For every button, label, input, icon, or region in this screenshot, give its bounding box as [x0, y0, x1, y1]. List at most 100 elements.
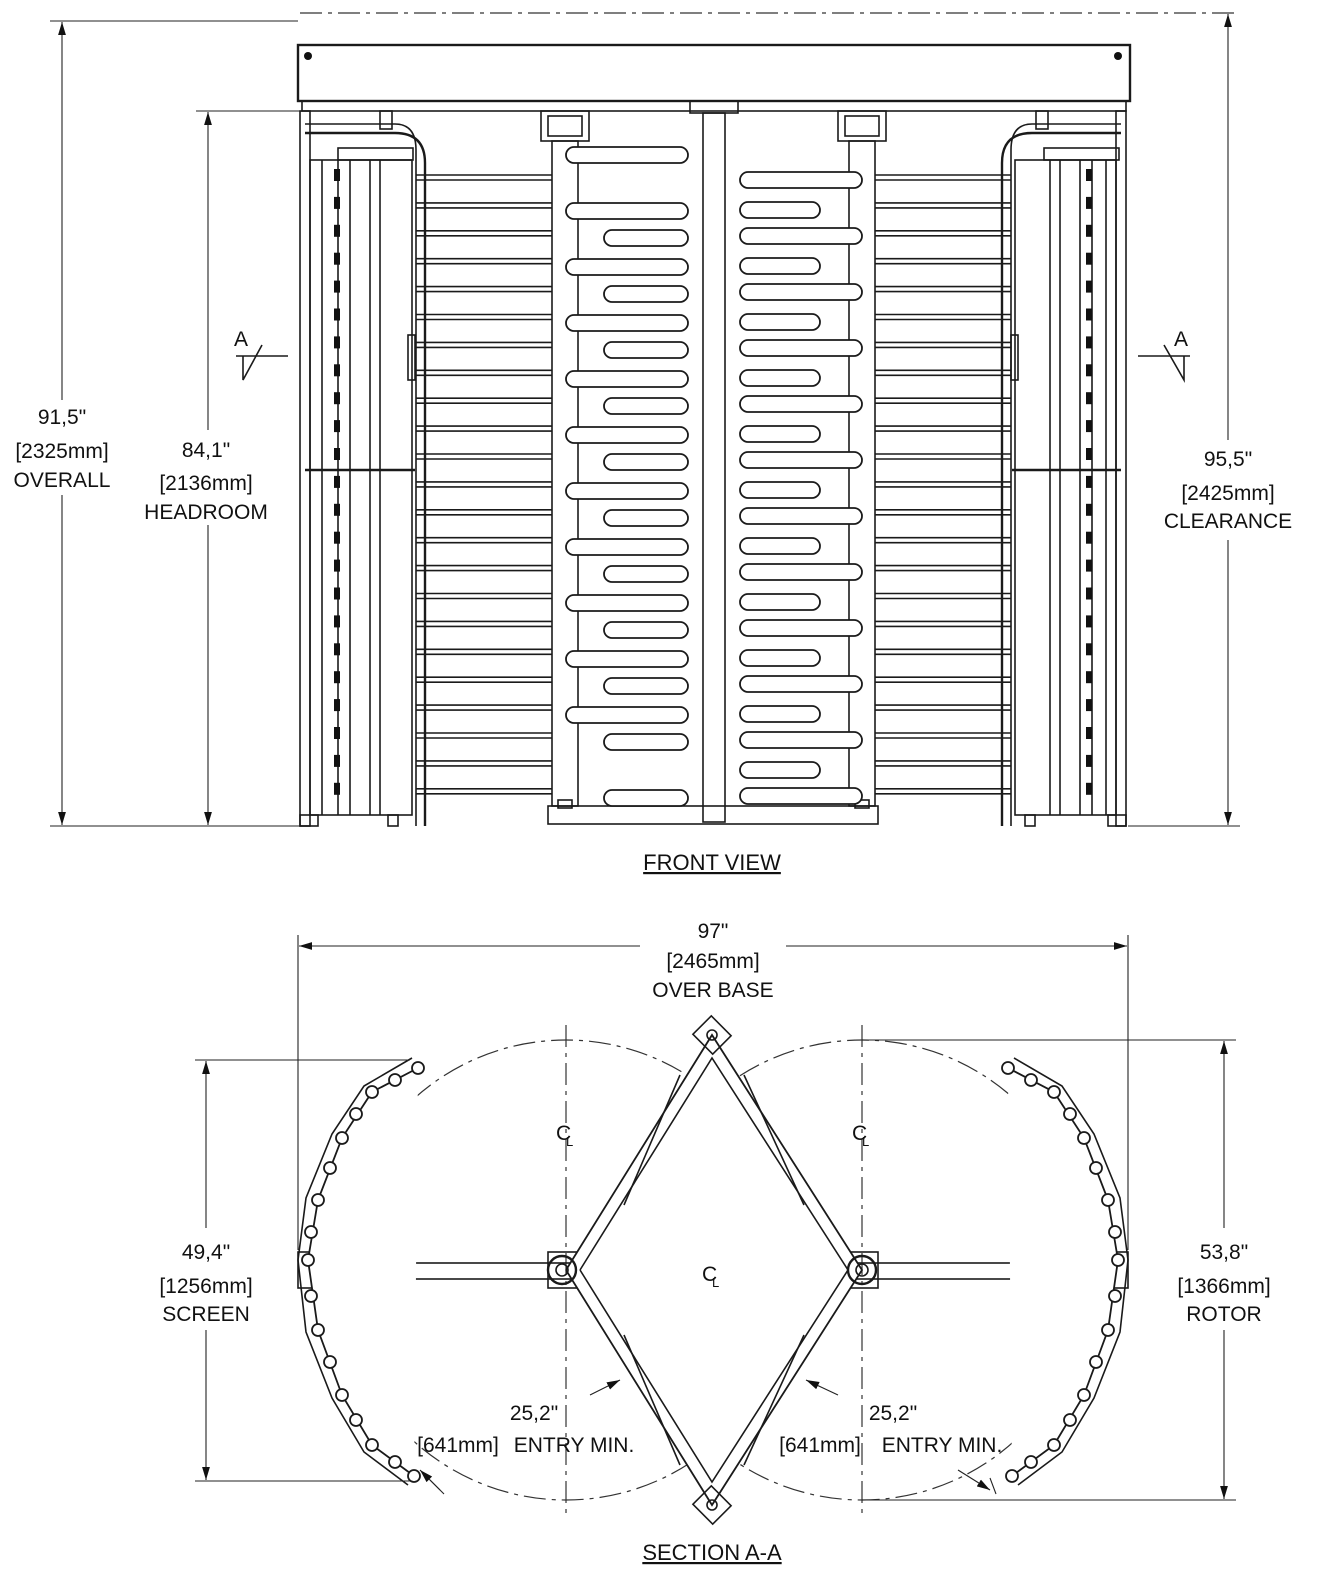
right-panel-clip [1086, 671, 1092, 684]
center-post [547, 100, 879, 825]
left-rotor-arm-long [565, 146, 689, 164]
left-rotor-arm-short [603, 453, 689, 471]
left-rotor-hub [546, 1254, 578, 1286]
centerline-right-l: L [862, 1134, 869, 1149]
centerline-mid: C L [702, 1263, 719, 1290]
rotor-arms [565, 146, 863, 807]
right-panel-clip [1086, 727, 1092, 739]
right-screen-knuckle [1108, 1289, 1122, 1303]
left-rotor-hub-inner [555, 1263, 569, 1277]
dim-clearance-label: CLEARANCE [1164, 510, 1292, 533]
right-panel-clip [1086, 196, 1092, 209]
left-rotor-arm-long [565, 538, 689, 556]
section-marker-right: A [1138, 328, 1190, 384]
left-rotor-arm-long [565, 202, 689, 220]
centerline-left-c: C [556, 1122, 571, 1145]
left-screen-knuckle [335, 1388, 349, 1402]
right-rotor-arm-long [739, 395, 863, 413]
centerline-mid-c: C [702, 1263, 717, 1286]
right-panel-clip [1086, 308, 1092, 321]
left-panel-clip [334, 754, 340, 767]
right-rotor-arm-short [739, 257, 821, 275]
rotor-diamond [565, 1014, 864, 1526]
right-panel-clip [1086, 224, 1092, 237]
right-rotor-arm-long [739, 339, 863, 357]
dim-overall: 91,5" [2325mm] OVERALL [14, 20, 300, 827]
dim-entry-left-label: ENTRY MIN. [514, 1434, 635, 1457]
right-panel-clip [1086, 559, 1092, 572]
left-panel-clip [334, 169, 340, 181]
right-rotor-arm-short [739, 369, 821, 387]
left-rotor-arm-short [603, 397, 689, 415]
left-panel-clip [334, 531, 340, 544]
dim-screen-value: 49,4" [182, 1241, 230, 1264]
left-screen-knuckle [323, 1355, 337, 1369]
right-rotor-arm-long [739, 731, 863, 749]
left-screen-knuckle [407, 1469, 421, 1483]
canopy-bolt-left [304, 52, 312, 60]
left-screen-knuckle [365, 1085, 379, 1099]
right-screen-knuckle [1063, 1413, 1077, 1427]
dim-screen-metric: [1256mm] [159, 1275, 252, 1298]
right-rotor-arm-short [739, 481, 821, 499]
left-screen-knuckle [304, 1225, 318, 1239]
right-panel-clip [1086, 364, 1092, 377]
left-panel-clip [334, 364, 340, 377]
left-rotor-arm-short [603, 789, 689, 807]
front-view-title: FRONT VIEW [643, 850, 781, 875]
left-panel-clip [334, 699, 340, 712]
left-panel-bars [334, 169, 552, 795]
dim-entry-left-metric: [641mm] [417, 1434, 499, 1457]
dim-screen-label: SCREEN [162, 1303, 250, 1326]
left-rotor-arm-long [565, 650, 689, 668]
right-rotor-arm-long [739, 619, 863, 637]
left-screen-knuckle [349, 1413, 363, 1427]
right-screen-knuckle [1089, 1355, 1103, 1369]
right-screen-knuckle [1101, 1193, 1115, 1207]
dim-clearance-metric: [2425mm] [1181, 482, 1274, 505]
canopy [296, 43, 1132, 103]
left-panel-clip [334, 252, 340, 265]
left-panel-clip [334, 308, 340, 321]
left-screen-knuckle [349, 1107, 363, 1121]
dim-rotor-metric: [1366mm] [1177, 1275, 1270, 1298]
left-rotor-arm-long [565, 482, 689, 500]
dim-overall-value: 91,5" [38, 406, 86, 429]
right-screen-knuckle [1077, 1388, 1091, 1402]
left-panel-clip [334, 587, 340, 600]
left-rotor-arm-short [603, 509, 689, 527]
right-rotor-arm-short [739, 313, 821, 331]
left-rotor-arm-long [565, 594, 689, 612]
centerline-left: C L [556, 1122, 573, 1149]
right-panel-clip [1086, 531, 1092, 544]
left-screen-knuckle [365, 1438, 379, 1452]
right-screen-knuckle [1089, 1161, 1103, 1175]
right-panel-clip [1086, 503, 1092, 516]
dim-headroom-value: 84,1" [182, 439, 230, 462]
right-rotor-arm-short [739, 705, 821, 723]
left-screen-knuckle [304, 1289, 318, 1303]
dim-overall-metric: [2325mm] [15, 440, 108, 463]
right-rotor-arm-short [739, 593, 821, 611]
right-panel-clip [1086, 169, 1092, 181]
right-screen-knuckle [1024, 1073, 1038, 1087]
dim-rotor-label: ROTOR [1186, 1303, 1261, 1326]
right-panel-clip [1086, 448, 1092, 460]
right-panel-clip [1086, 252, 1092, 265]
left-rotor-arm-long [565, 426, 689, 444]
left-panel-clip [334, 615, 340, 628]
canopy-bolt-right [1114, 52, 1122, 60]
right-rotor-arm-short [739, 201, 821, 219]
left-rotor-arm-short [603, 733, 689, 751]
right-screen-knuckle [1047, 1438, 1061, 1452]
left-rotor-arm-short [603, 285, 689, 303]
right-screen-knuckle [1077, 1131, 1091, 1145]
right-panel-clip [1086, 782, 1092, 795]
left-rotor-arm-long [565, 314, 689, 332]
right-panel-clip [1086, 280, 1092, 293]
left-screen-knuckle [388, 1455, 402, 1469]
left-panel-clip [334, 503, 340, 516]
right-rotor-arm-long [739, 283, 863, 301]
dim-entry-left-value: 25,2" [510, 1402, 558, 1425]
left-panel-clip [334, 559, 340, 572]
